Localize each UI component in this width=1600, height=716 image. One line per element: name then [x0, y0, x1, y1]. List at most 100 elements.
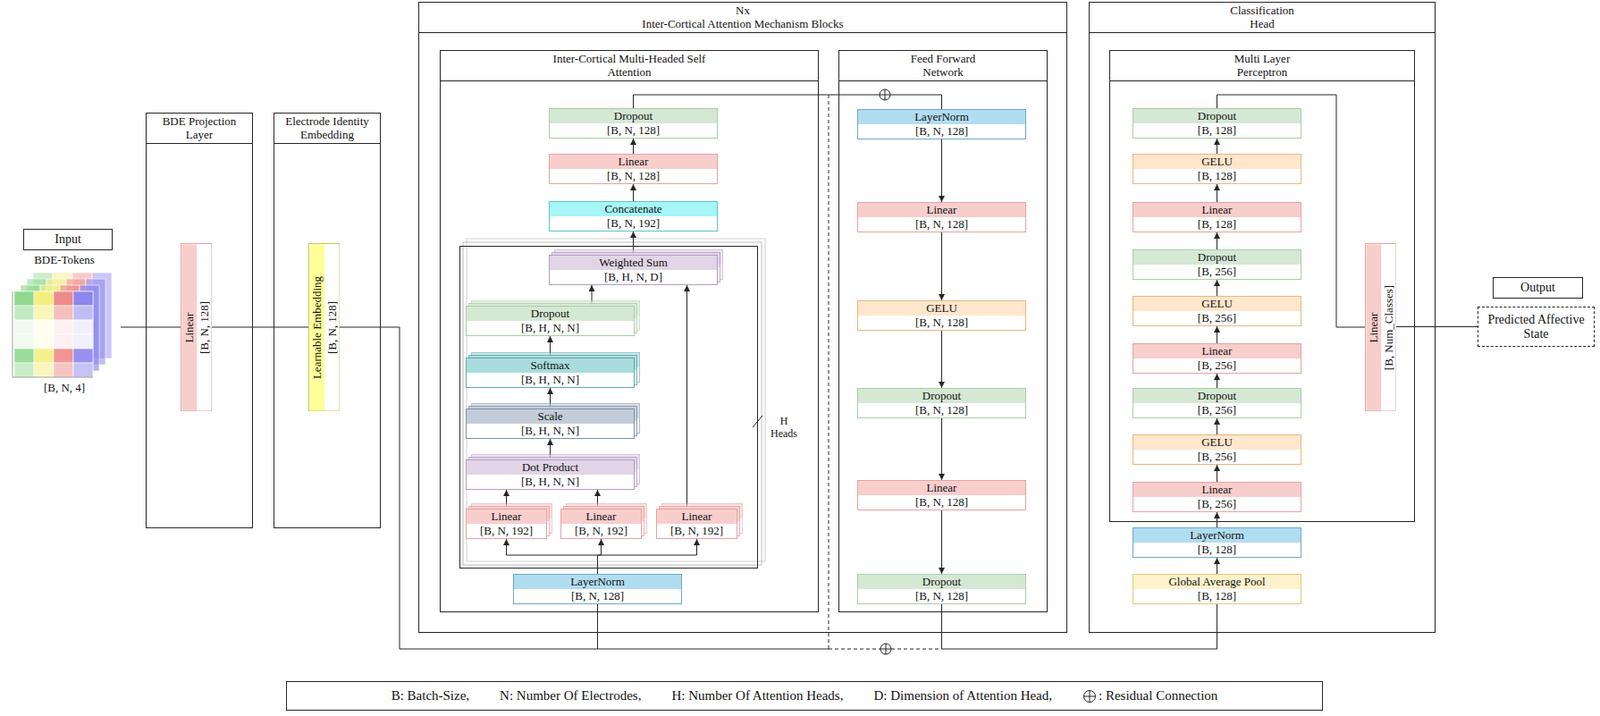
- rotated-content: Linear[B, N, 128]: [181, 244, 211, 411]
- layer-name: Scale: [537, 409, 563, 424]
- tensor-shape: [B, N, 128]: [196, 300, 212, 354]
- panel-title: Multi Layer Perceptron: [1226, 51, 1298, 79]
- output-state-box: Predicted Affective State: [1477, 306, 1595, 347]
- layer-band: [B, 256]: [1133, 311, 1301, 326]
- layer-box: GELU[B, 256]: [1132, 295, 1302, 327]
- connector: [1216, 326, 1218, 344]
- layer-box: Scale[B, H, N, N]: [465, 408, 635, 439]
- tensor-shape: [B, 128]: [1197, 123, 1237, 138]
- layer-name: Dropout: [530, 306, 570, 321]
- layer-name: Linear: [181, 311, 197, 343]
- layer-band: [B, N, 192]: [561, 523, 641, 539]
- residual-circle: [879, 89, 891, 101]
- panel-title: Inter-Cortical Attention Mechanism Block…: [641, 16, 843, 31]
- legend-term: B: Batch-Size,: [391, 688, 470, 704]
- module-panel: Electrode Identity EmbeddingLearnable Em…: [273, 112, 381, 529]
- tensor-shape: [B, H, N, N]: [521, 423, 580, 438]
- layer-box: Linear[B, 256]: [1132, 343, 1302, 374]
- layer-name: GELU: [1201, 296, 1233, 312]
- panel-title: Electrode Identity Embedding: [277, 114, 377, 142]
- layer-band: [B, 128]: [1133, 542, 1301, 557]
- panel-header: Inter-Cortical Multi-Headed Self Attenti…: [440, 50, 818, 82]
- box-label: Output: [1520, 280, 1556, 295]
- layer-band: [B, 128]: [1133, 217, 1301, 232]
- connector: [1216, 279, 1218, 296]
- residual-circle: [880, 643, 892, 655]
- tensor-shape: [B, 256]: [1197, 264, 1237, 279]
- layer-band: Global Average Pool: [1133, 574, 1301, 590]
- input-tokens: BDE-Tokens[B, N, 4]: [8, 252, 121, 395]
- layer-band: [B, N, 192]: [656, 523, 737, 539]
- residual-wire: [597, 648, 830, 650]
- layer-band: [B, N, 128]: [858, 403, 1026, 418]
- connector: [633, 94, 943, 110]
- token-cell: [53, 320, 74, 335]
- connector: [1396, 326, 1478, 328]
- tensor-shape: [B, N, 192]: [606, 216, 660, 231]
- layer-band: [B, 128]: [1133, 168, 1301, 184]
- connector: [1216, 232, 1218, 250]
- module-panel: NxInter-Cortical Attention Mechanism Blo…: [418, 1, 1068, 633]
- token-cell: [73, 362, 93, 378]
- token-cell: [14, 362, 34, 378]
- tensor-shape: [B, N, 128]: [571, 589, 624, 604]
- tensor-shape: [B, 256]: [1197, 311, 1237, 326]
- token-cell: [73, 305, 93, 320]
- layer-box: Linear[B, 256]: [1132, 481, 1302, 513]
- heads-stack-outline: [466, 238, 766, 562]
- layer-band: [B, H, N, N]: [466, 423, 634, 438]
- layer-name: Linear: [926, 202, 958, 218]
- panel-header: BDE Projection Layer: [146, 113, 253, 144]
- token-cell: [53, 291, 74, 306]
- layer-band: Linear: [1133, 482, 1301, 497]
- residual-circle: [1084, 690, 1096, 702]
- token-cell: [14, 348, 34, 363]
- token-cell: [53, 348, 74, 363]
- layer-name: Linear: [491, 509, 523, 524]
- layer-band: Linear: [1133, 344, 1301, 359]
- layer-band: LayerNorm: [1133, 528, 1301, 543]
- token-cell: [73, 291, 93, 306]
- tensor-shape: [B, N, 128]: [915, 217, 969, 232]
- layer-name: Dropout: [1197, 388, 1237, 404]
- layer-band: GELU: [1133, 296, 1301, 312]
- legend-term: D: Dimension of Attention Head,: [873, 688, 1053, 704]
- layer-band: [B, N, 128]: [858, 217, 1026, 232]
- token-label: BDE-Tokens: [33, 252, 95, 267]
- layer-band: Linear: [181, 244, 197, 411]
- layer-box: Linear[B, N, 192]: [465, 508, 548, 539]
- layer-band: [B, H, N, N]: [466, 320, 634, 336]
- heads-label: H Heads: [767, 414, 800, 440]
- connector: [942, 604, 1218, 649]
- layer-name: Linear: [1202, 202, 1233, 218]
- layer-box: Weighted Sum[B, H, N, D]: [548, 254, 718, 286]
- tensor-shape: [B, N, 128]: [606, 123, 660, 138]
- tensor-shape: [B, N, 128]: [324, 300, 340, 354]
- layer-band: [B, H, N, D]: [549, 269, 717, 285]
- rotated-content: Learnable Embedding[B, N, 128]: [309, 244, 339, 411]
- layer-name: LayerNorm: [570, 574, 625, 590]
- layer-band: Linear: [466, 509, 547, 524]
- tensor-shape: [B, 256]: [1197, 358, 1237, 373]
- layer-band: [B, 256]: [1133, 403, 1301, 418]
- layer-band: Linear: [1133, 202, 1301, 218]
- residual-plus: [879, 89, 891, 101]
- token-cell: [14, 305, 34, 320]
- residual-swatch: [1082, 689, 1097, 704]
- layer-name: Softmax: [530, 358, 570, 373]
- layer-band: [B, N, 128]: [513, 589, 682, 604]
- layer-box: Linear[B, Num_Classes]: [1364, 243, 1397, 412]
- layer-band: Linear: [858, 202, 1026, 218]
- layer-band: Dropout: [549, 109, 717, 124]
- connector: [1216, 512, 1218, 528]
- layer-box: Learnable Embedding[B, N, 128]: [308, 243, 340, 412]
- panel-title: Nx: [735, 3, 750, 17]
- token-cell: [33, 348, 54, 363]
- layer-band: [B, N, 192]: [549, 216, 717, 231]
- layer-box: Dot Product[B, H, N, N]: [465, 459, 635, 490]
- layer-band: [B, 128]: [1133, 589, 1301, 604]
- layer-band: [B, 256]: [1133, 496, 1301, 512]
- layer-name: LayerNorm: [914, 109, 969, 125]
- layer-band: Softmax: [466, 358, 634, 373]
